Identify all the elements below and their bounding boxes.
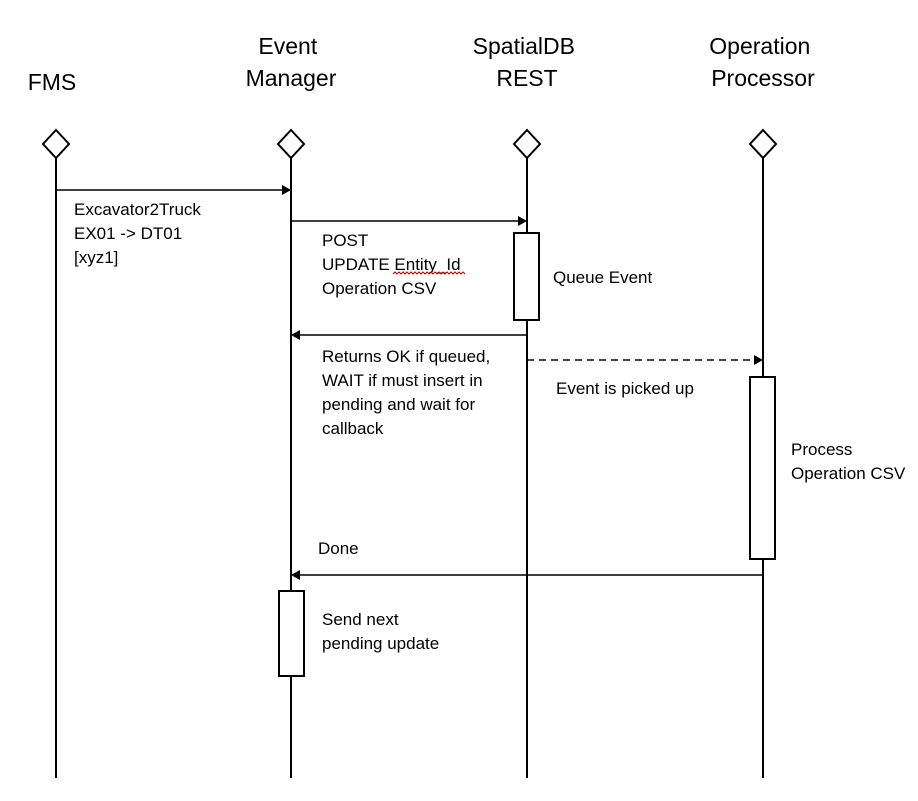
message-label-line: EX01 -> DT01 (74, 224, 182, 243)
arrowhead-returns-ok (291, 330, 300, 340)
message-label-line: Event is picked up (556, 379, 694, 398)
message-label-line: [xyz1] (74, 248, 118, 267)
message-label-line: callback (322, 419, 384, 438)
activation-label-process-operation-csv: Process Operation CSV (791, 440, 906, 483)
participant-header-event-manager: Event Manager (246, 33, 337, 91)
activation-process-operation-csv (749, 376, 776, 560)
message-label-line: WAIT if must insert in (322, 371, 483, 390)
activation-label-queue-event: Queue Event (553, 268, 653, 287)
arrowhead-post-update (518, 216, 527, 226)
message-label-line: Returns OK if queued, (322, 347, 490, 366)
activation-label-line: pending update (322, 634, 439, 653)
participant-header-line: SpatialDB (473, 33, 575, 59)
message-label-line: POST (322, 231, 368, 250)
participant-header-spatialdb-rest: SpatialDB REST (473, 33, 582, 91)
arrowhead-done (291, 570, 300, 580)
message-label-excavator2truck: Excavator2Truck EX01 -> DT01 [xyz1] (74, 200, 206, 267)
message-label-post-update: POST UPDATE Entity_Id Operation CSV (322, 231, 465, 298)
participant-header-operation-processor: Operation Processor (709, 33, 816, 91)
participant-header-line: FMS (28, 69, 77, 95)
message-label-line: Done (318, 539, 359, 558)
participant-header-line: Manager (246, 65, 337, 91)
activation-send-next-pending (278, 590, 305, 677)
message-label-returns-ok: Returns OK if queued, WAIT if must inser… (322, 347, 495, 438)
lifeline-diamond-fms (41, 128, 71, 160)
activation-label-line: Queue Event (553, 268, 653, 287)
arrowhead-excavator2truck (282, 185, 291, 195)
participant-header-line: Operation (709, 33, 810, 59)
message-label-line: UPDATE Entity_Id (322, 255, 461, 274)
activation-label-line: Operation CSV (791, 464, 906, 483)
message-label-line: pending and wait for (322, 395, 475, 414)
participant-header-line: Processor (711, 65, 815, 91)
activation-label-send-next-pending: Send next pending update (322, 610, 439, 653)
lifeline-diamond-event-manager (276, 128, 306, 160)
message-label-event-picked-up: Event is picked up (556, 379, 694, 398)
message-label-done: Done (318, 539, 359, 558)
activation-label-line: Process (791, 440, 852, 459)
lifeline-diamond-spatialdb-rest (512, 128, 542, 160)
lifeline-diamond-operation-processor (748, 128, 778, 160)
arrowhead-event-picked-up (754, 355, 763, 365)
activation-label-line: Send next (322, 610, 399, 629)
activation-queue-event (513, 232, 540, 321)
participant-header-line: Event (258, 33, 317, 59)
spellcheck-squiggle (392, 271, 466, 275)
message-label-line: Excavator2Truck (74, 200, 201, 219)
participant-header-fms: FMS (28, 69, 77, 95)
message-label-line: Operation CSV (322, 279, 437, 298)
participant-header-line: REST (496, 65, 557, 91)
